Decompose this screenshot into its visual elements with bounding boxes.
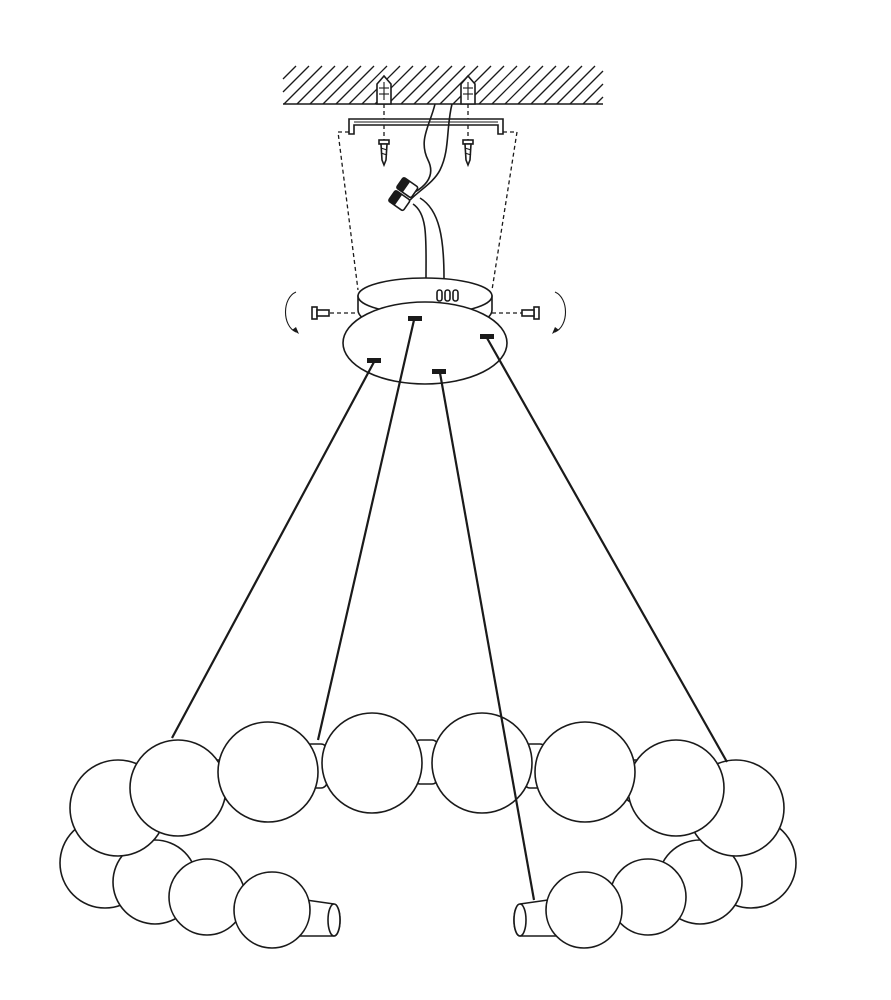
hatch-line — [282, 65, 297, 80]
globe — [129, 739, 227, 837]
hatch-line — [400, 65, 440, 105]
hatch-line — [348, 65, 388, 105]
globe — [609, 858, 687, 936]
hatch-line — [595, 96, 604, 105]
suspension-rod — [316, 319, 416, 741]
hatch-line — [335, 65, 375, 105]
globe — [545, 871, 623, 949]
hatch-line — [296, 65, 336, 105]
globe — [534, 721, 636, 823]
suspension-rods — [171, 319, 728, 901]
hatch-line — [413, 65, 453, 105]
globe — [431, 712, 533, 814]
suspension-rod — [171, 361, 375, 739]
hatch-line — [543, 65, 583, 105]
screw-left — [378, 139, 390, 168]
hatch-line — [582, 83, 604, 105]
canopy — [342, 277, 508, 385]
canopy-projection-lines — [337, 131, 518, 291]
hatch-line — [439, 65, 479, 105]
rod-mounts — [367, 316, 494, 374]
hatch-line — [530, 65, 570, 105]
screw-anchor-right — [460, 74, 476, 105]
hatch-line — [569, 70, 604, 105]
canopy-vents — [436, 289, 459, 302]
globe — [627, 739, 725, 837]
hatch-line — [517, 65, 557, 105]
globe — [217, 721, 319, 823]
wire-connector-2 — [388, 190, 411, 212]
suspension-rod — [438, 372, 536, 901]
canopy-set-screw-right — [492, 291, 567, 334]
mounting-bracket — [348, 118, 504, 135]
globe — [233, 871, 311, 949]
wire-connector-1 — [396, 177, 419, 199]
hatch-line — [556, 65, 596, 105]
hatch-line — [387, 65, 427, 105]
hatch-line — [309, 65, 349, 105]
screw-right — [462, 139, 474, 168]
hatch-line — [478, 65, 518, 105]
suspension-rod — [486, 337, 728, 763]
canopy-set-screw-left — [284, 291, 358, 334]
hatch-line — [491, 65, 531, 105]
hatch-line — [283, 65, 323, 105]
hatch-line — [282, 65, 310, 93]
supply-wires — [409, 103, 453, 201]
screw-anchor-left — [376, 74, 392, 105]
ceiling-hatch — [282, 65, 604, 105]
globe — [321, 712, 423, 814]
hatch-line — [426, 65, 466, 105]
power-cord — [412, 197, 445, 279]
hatch-line — [504, 65, 544, 105]
hatch-line — [322, 65, 362, 105]
globe-ring — [59, 712, 797, 949]
ceiling — [282, 65, 604, 105]
globe — [168, 858, 246, 936]
